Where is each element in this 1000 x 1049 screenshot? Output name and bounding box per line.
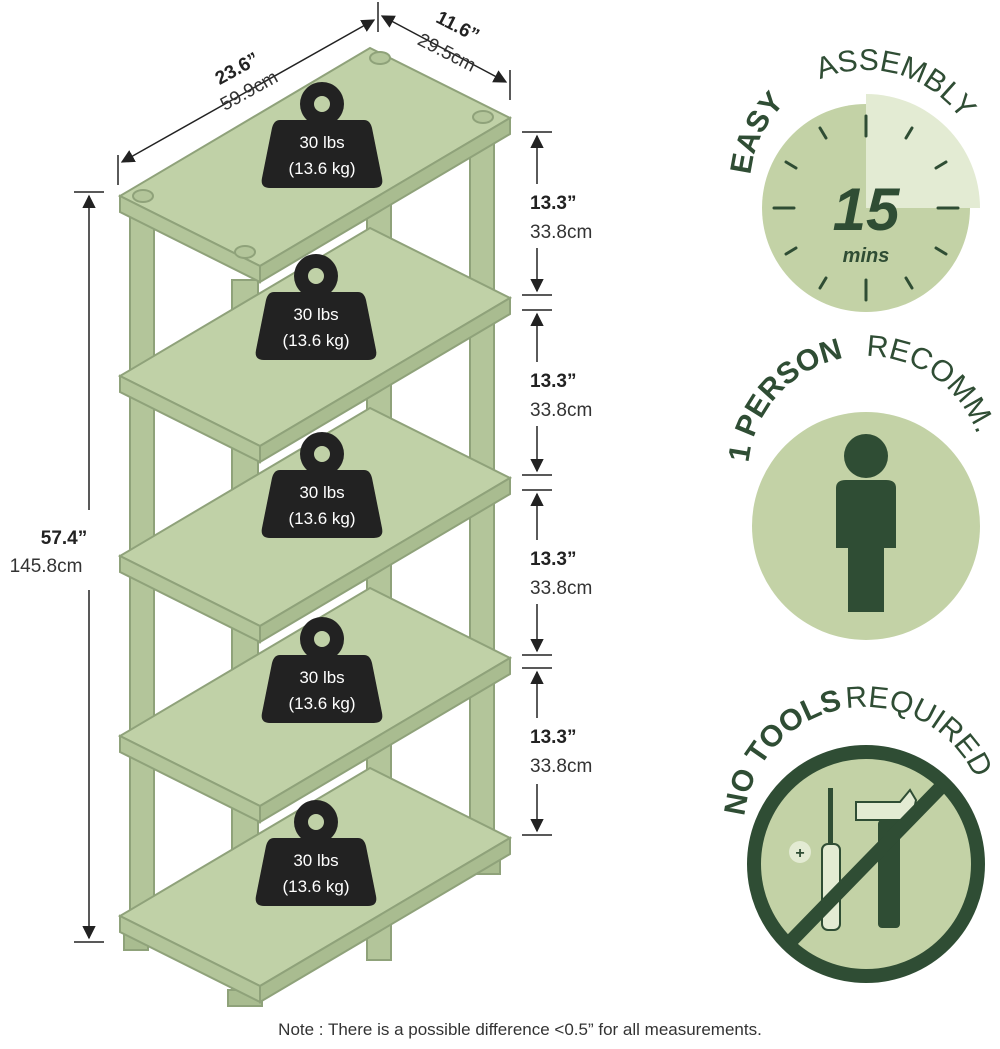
shelf-gap-3: 13.3” 33.8cm	[522, 489, 592, 656]
shelf-gap-2: 13.3” 33.8cm	[522, 309, 592, 476]
weight-kg: (13.6 kg)	[288, 509, 355, 528]
one-person-badge: 1 PERSON RECOMM.	[723, 330, 1000, 640]
gap-cm: 33.8cm	[530, 222, 592, 243]
weight-capacity-2: 30 lbs (13.6 kg)	[255, 254, 377, 360]
svg-text:+: +	[795, 845, 804, 862]
weight-lbs: 30 lbs	[293, 305, 338, 324]
assembly-unit: mins	[843, 245, 890, 267]
gap-cm: 33.8cm	[530, 578, 592, 599]
measurement-note: Note : There is a possible difference <0…	[278, 1020, 762, 1039]
gap-inches: 13.3”	[530, 727, 576, 748]
assembly-minutes: 15	[833, 176, 901, 243]
clock-quarter	[866, 94, 980, 208]
weight-capacity-5: 30 lbs (13.6 kg)	[255, 800, 377, 906]
weight-lbs: 30 lbs	[293, 851, 338, 870]
weight-kg: (13.6 kg)	[288, 694, 355, 713]
weight-lbs: 30 lbs	[299, 483, 344, 502]
post-cap	[369, 51, 391, 65]
gap-inches: 13.3”	[530, 193, 576, 214]
weight-capacity-3: 30 lbs (13.6 kg)	[261, 432, 383, 538]
height-dimension: 57.4” 145.8cm	[10, 191, 104, 943]
weight-kg: (13.6 kg)	[282, 331, 349, 350]
weight-lbs: 30 lbs	[299, 668, 344, 687]
easy-assembly-badge: EASY ASSEMBLY 15 mins	[725, 44, 982, 312]
height-inches: 57.4”	[41, 528, 87, 549]
shelf-gap-1: 13.3” 33.8cm	[522, 131, 592, 296]
height-cm: 145.8cm	[10, 556, 83, 577]
post-cap	[472, 110, 494, 124]
gap-cm: 33.8cm	[530, 400, 592, 421]
gap-cm: 33.8cm	[530, 756, 592, 777]
gap-inches: 13.3”	[530, 371, 576, 392]
post-cap	[132, 189, 154, 203]
gap-inches: 13.3”	[530, 549, 576, 570]
weight-kg: (13.6 kg)	[288, 159, 355, 178]
person-icon	[836, 434, 896, 612]
no-tools-badge: NO TOOLS REQUIRED +	[718, 681, 999, 983]
prohibition-slash	[786, 783, 946, 945]
weight-lbs: 30 lbs	[299, 133, 344, 152]
shelf-unit	[119, 47, 511, 1007]
shelf-gap-4: 13.3” 33.8cm	[522, 667, 592, 836]
post-cap	[234, 245, 256, 259]
weight-capacity-4: 30 lbs (13.6 kg)	[261, 617, 383, 723]
weight-kg: (13.6 kg)	[282, 877, 349, 896]
